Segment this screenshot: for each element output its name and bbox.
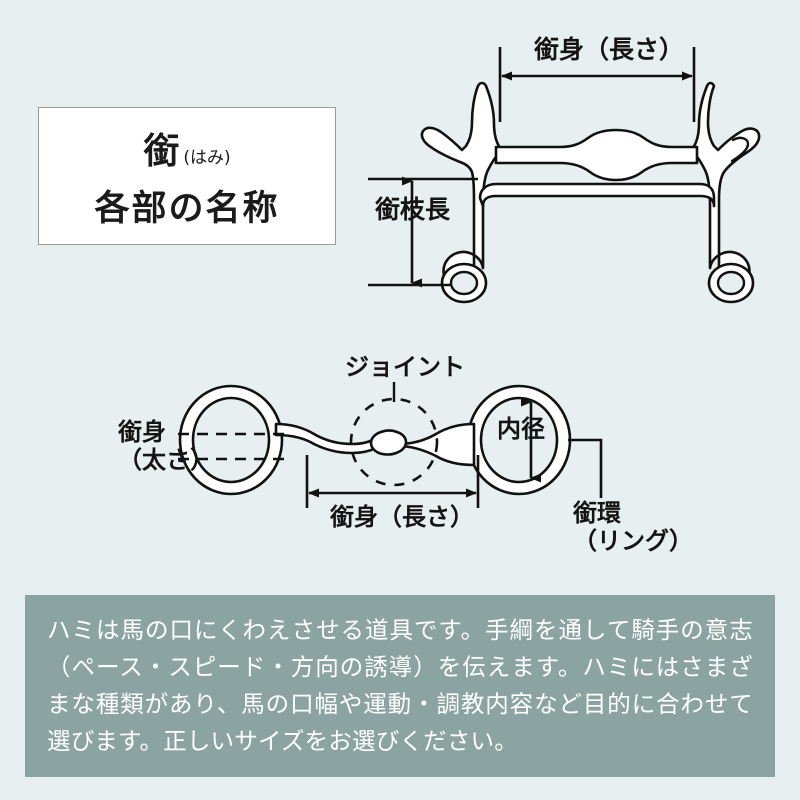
label-ring-line2: （リング） [573, 526, 693, 555]
joint-highlight-circle [349, 397, 439, 487]
ring-leader-line [568, 438, 603, 498]
label-thickness-line1: 銜身 [118, 418, 166, 446]
title-main-line: 銜 (はみ) [143, 122, 230, 174]
label-ring: 銜環 （リング） [573, 499, 693, 556]
label-shank-length: 銜枝長 [375, 195, 451, 224]
title-card: 銜 (はみ) 各部の名称 [38, 107, 336, 245]
label-ring-line1: 銜環 [573, 499, 621, 527]
title-reading: (はみ) [183, 147, 231, 168]
label-joint: ジョイント [345, 353, 465, 381]
label-thickness: 銜身 （太さ） [118, 418, 214, 475]
label-mouthpiece-length-top: 銜身（長さ） [534, 35, 685, 64]
title-subtitle: 各部の名称 [94, 188, 280, 229]
dimension-mouthpiece-length-bottom [305, 455, 480, 508]
label-inner-diameter: 内径 [497, 415, 545, 443]
title-kanji: 銜 [143, 130, 181, 172]
description-text: ハミは馬の口にくわえさせる道具です。手綱を通して騎手の意志（ペース・スピード・方… [47, 616, 753, 755]
curb-bit-shape [420, 81, 761, 304]
label-thickness-line2: （太さ） [118, 445, 214, 474]
description-panel: ハミは馬の口にくわえさせる道具です。手綱を通して騎手の意志（ペース・スピード・方… [25, 595, 775, 777]
label-mouthpiece-length-bottom: 銜身（長さ） [330, 503, 474, 531]
